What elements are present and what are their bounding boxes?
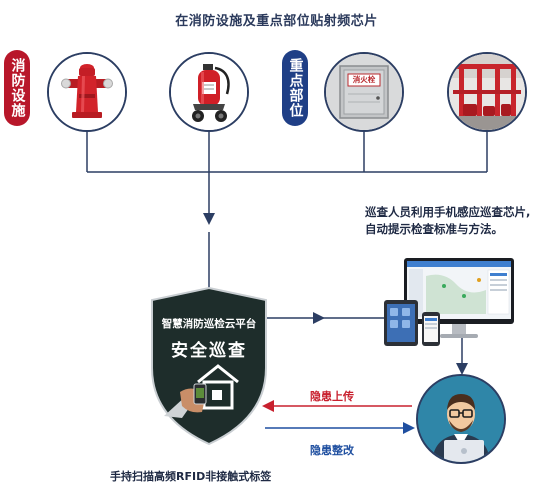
fire-hydrant-image — [47, 52, 127, 132]
platform-devices — [384, 256, 516, 348]
inspection-note: 巡查人员利用手机感应巡查芯片, 自动提示检查标准与方法。 — [365, 204, 545, 238]
inspection-note-line1: 巡查人员利用手机感应巡查芯片, — [365, 205, 531, 219]
key-location-label: 重点部位 — [282, 50, 308, 126]
inspection-note-line2: 自动提示检查标准与方法。 — [365, 222, 503, 236]
top-caption: 在消防设施及重点部位贴射频芯片 — [175, 14, 378, 29]
safety-inspection-title: 安全巡查 — [171, 341, 247, 361]
hazard-rectify-label: 隐患整改 — [310, 444, 354, 457]
bottom-caption: 手持扫描高频RFID非接触式标签 — [110, 470, 272, 483]
cabinet-sign-text: 消火栓 — [352, 75, 376, 84]
fire-facility-label: 消防设施 — [4, 50, 30, 126]
pump-room-image — [447, 52, 527, 132]
inspector-avatar — [416, 374, 506, 464]
platform-shield: 智慧消防巡检云平台 安全巡查 — [146, 286, 272, 446]
platform-name: 智慧消防巡检云平台 — [161, 318, 257, 330]
hazard-upload-label: 隐患上传 — [310, 390, 354, 403]
hydrant-cabinet-image: 消火栓 — [324, 52, 404, 132]
fire-extinguisher-image — [169, 52, 249, 132]
